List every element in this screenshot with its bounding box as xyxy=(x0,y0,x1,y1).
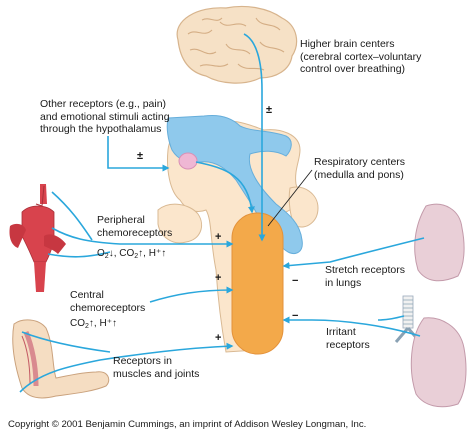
h-ion-text: H⁺ xyxy=(99,318,112,329)
label-respiratory-centers-line-1: Respiratory centers xyxy=(314,156,406,168)
aorta-illustration xyxy=(9,184,66,292)
sign-stretch: − xyxy=(292,275,299,287)
copyright-notice: Copyright © 2001 Benjamin Cummings, an i… xyxy=(8,419,367,430)
sign-hypothalamus: ± xyxy=(137,150,144,162)
arrow-stretch xyxy=(282,237,425,270)
arrow-hypothalamus-to-center xyxy=(195,161,255,214)
arm-illustration xyxy=(12,319,110,399)
label-stretch: Stretch receptors in lungs xyxy=(325,264,405,289)
h-ion-arrow-up: ↑ xyxy=(161,248,167,259)
h-ion-text: H⁺ xyxy=(148,248,162,259)
label-central: Central chemoreceptors xyxy=(70,289,145,314)
arrow-hypothalamus xyxy=(107,136,170,172)
sign-central: + xyxy=(215,272,222,284)
leader-line-respiratory xyxy=(267,169,313,227)
label-higher-brain-line-3: control over breathing) xyxy=(300,63,406,75)
sign-peripheral: + xyxy=(215,231,222,243)
label-irritant-line-2: receptors xyxy=(326,338,370,351)
pathway-arrows xyxy=(19,33,425,393)
arrow-muscles xyxy=(19,342,234,393)
label-muscles-line-2: muscles and joints xyxy=(113,367,200,380)
co2-subscript: 2 xyxy=(85,323,89,330)
label-higher-brain: Higher brain centers (cerebral cortex–vo… xyxy=(300,38,421,76)
arrow-muscles-2 xyxy=(21,331,111,353)
arrow-central xyxy=(149,286,234,303)
separator: , xyxy=(143,248,149,259)
label-central-line-2: chemoreceptors xyxy=(70,301,146,314)
o2-subscript: 2 xyxy=(104,253,109,260)
label-stretch-line-1: Stretch receptors xyxy=(325,264,405,276)
co2-subscript: 2 xyxy=(134,253,139,260)
co2-text: CO xyxy=(119,248,135,259)
lower-lung-illustration xyxy=(410,317,467,408)
h-ion-arrow-up: ↑ xyxy=(111,318,117,329)
label-respiratory-centers: Respiratory centers (medulla and pons) xyxy=(314,156,405,181)
o2-text: O xyxy=(97,248,105,259)
label-muscles: Receptors in muscles and joints xyxy=(113,355,199,380)
co2-arrow-up: ↑ xyxy=(138,248,144,259)
co2-text: CO xyxy=(70,318,85,329)
label-central-line-1: Central xyxy=(70,289,104,301)
label-other-receptors-line-2: and emotional stimuli acting xyxy=(40,110,170,123)
label-peripheral-line-2: chemoreceptors xyxy=(97,226,173,239)
label-peripheral-chem: O2↓, CO2↑, H⁺↑ xyxy=(97,248,166,263)
sign-brain: ± xyxy=(266,104,273,116)
arrow-irritant xyxy=(282,316,421,337)
sign-irritant: − xyxy=(292,310,299,322)
upper-lung-illustration xyxy=(414,203,465,282)
o2-arrow-down: ↓ xyxy=(108,248,114,259)
label-central-chem: CO2↑, H⁺↑ xyxy=(70,318,117,333)
arrow-irritant-2 xyxy=(377,315,405,321)
separator: , xyxy=(113,248,120,259)
label-irritant-line-1: Irritant xyxy=(326,326,356,338)
separator: , xyxy=(93,318,100,329)
respiratory-centers-region xyxy=(231,212,284,355)
arrow-peripheral-2 xyxy=(51,191,93,241)
label-peripheral-line-1: Peripheral xyxy=(97,214,145,226)
label-other-receptors-line-1: Other receptors (e.g., pain) xyxy=(40,98,167,110)
label-other-receptors: Other receptors (e.g., pain) and emotion… xyxy=(40,98,170,136)
co2-arrow-up: ↑ xyxy=(88,318,94,329)
label-higher-brain-line-1: Higher brain centers xyxy=(300,38,395,50)
label-muscles-line-1: Receptors in xyxy=(113,355,172,367)
label-stretch-line-2: in lungs xyxy=(325,276,362,289)
label-peripheral: Peripheral chemoreceptors xyxy=(97,214,172,239)
cerebrum-illustration xyxy=(176,5,298,84)
arrow-peripheral-3 xyxy=(47,251,111,258)
label-respiratory-centers-line-2: (medulla and pons) xyxy=(314,168,404,181)
label-higher-brain-line-2: (cerebral cortex–voluntary xyxy=(300,50,422,63)
label-other-receptors-line-3: through the hypothalamus xyxy=(40,123,162,135)
label-irritant: Irritant receptors xyxy=(326,326,370,351)
arrow-higher-brain xyxy=(243,33,266,242)
arrow-peripheral-1 xyxy=(51,227,234,248)
sign-muscles: + xyxy=(215,332,222,344)
